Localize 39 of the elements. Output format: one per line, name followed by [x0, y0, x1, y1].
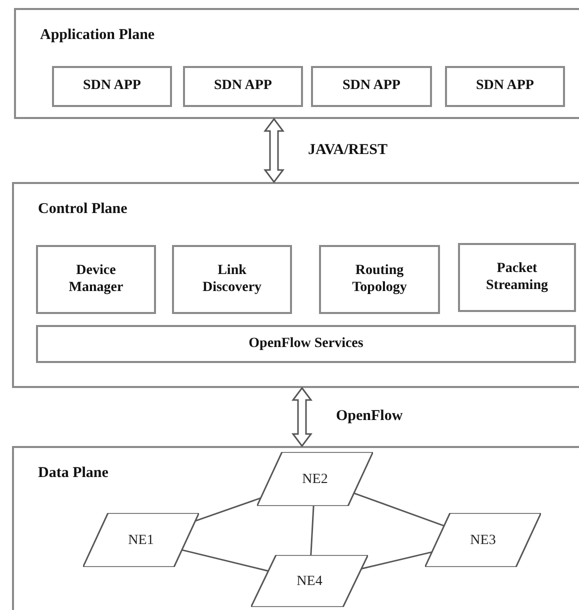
module-box: [36, 245, 156, 314]
link-line: [182, 549, 268, 572]
network-element: [425, 513, 541, 567]
module-box: [445, 66, 565, 107]
module-box: [311, 66, 432, 107]
element-label: NE1: [128, 532, 154, 550]
link-line: [195, 497, 261, 522]
module-label: SDN APP: [476, 78, 534, 95]
plane-title: Data Plane: [38, 464, 108, 483]
double-arrow: [264, 118, 284, 184]
link-line: [361, 551, 432, 570]
network-element: [257, 452, 373, 506]
module-box: [319, 245, 440, 314]
plane-panel: [12, 182, 579, 388]
network-element: [251, 555, 368, 607]
module-label: SDN APP: [214, 78, 272, 95]
module-label: Device Manager: [68, 262, 124, 296]
module-label: SDN APP: [342, 78, 400, 95]
module-box: [458, 243, 576, 312]
link-line: [354, 492, 444, 527]
plane-title: Application Plane: [40, 26, 155, 45]
module-box: [172, 245, 292, 314]
plane-panel: [12, 446, 579, 610]
module-box: [183, 66, 303, 107]
link-line: [310, 506, 314, 556]
element-label: NE3: [470, 532, 496, 550]
plane-panel: [14, 8, 579, 119]
element-label: NE4: [296, 572, 322, 590]
module-label: SDN APP: [83, 78, 141, 95]
services-bar: [36, 325, 576, 363]
double-arrow: [292, 386, 312, 448]
module-label: Link Discovery: [201, 262, 263, 296]
module-label: Routing Topology: [351, 262, 408, 296]
network-element: [83, 513, 199, 567]
module-box: [52, 66, 172, 107]
plane-title: Control Plane: [38, 200, 128, 219]
module-label: OpenFlow Services: [248, 336, 364, 352]
element-label: NE2: [302, 470, 328, 488]
module-label: Packet Streaming: [485, 260, 549, 294]
